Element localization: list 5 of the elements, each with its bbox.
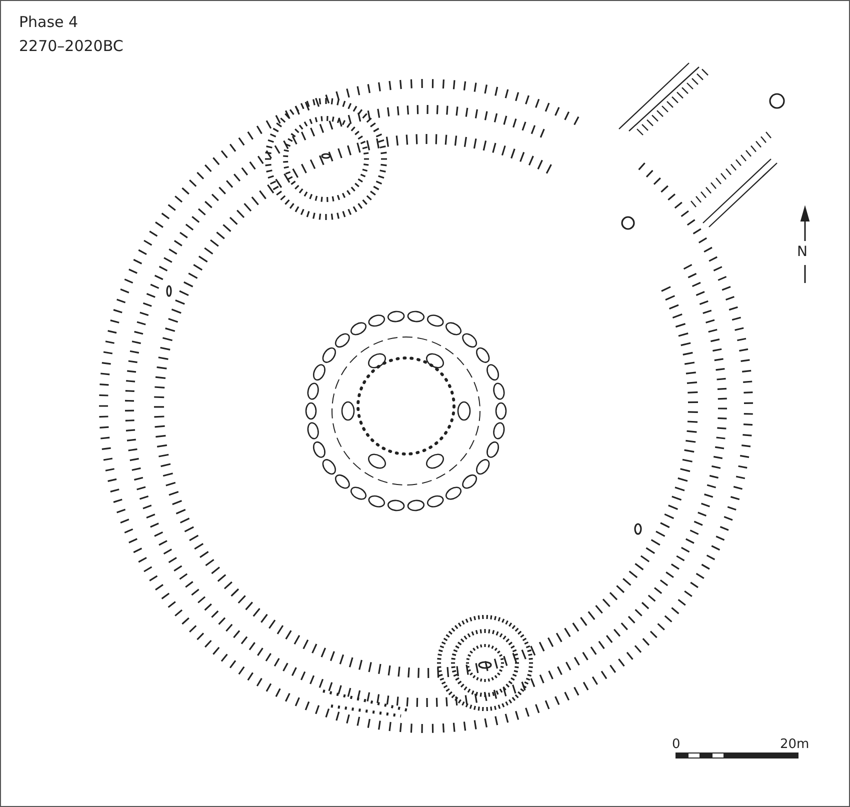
north-label: N	[797, 244, 808, 261]
scale-start-label: 0	[672, 737, 680, 753]
date-range: 2270–2020BC	[19, 37, 124, 55]
scale-length-label: 20m	[780, 737, 810, 753]
phase-title: Phase 4	[19, 13, 78, 31]
